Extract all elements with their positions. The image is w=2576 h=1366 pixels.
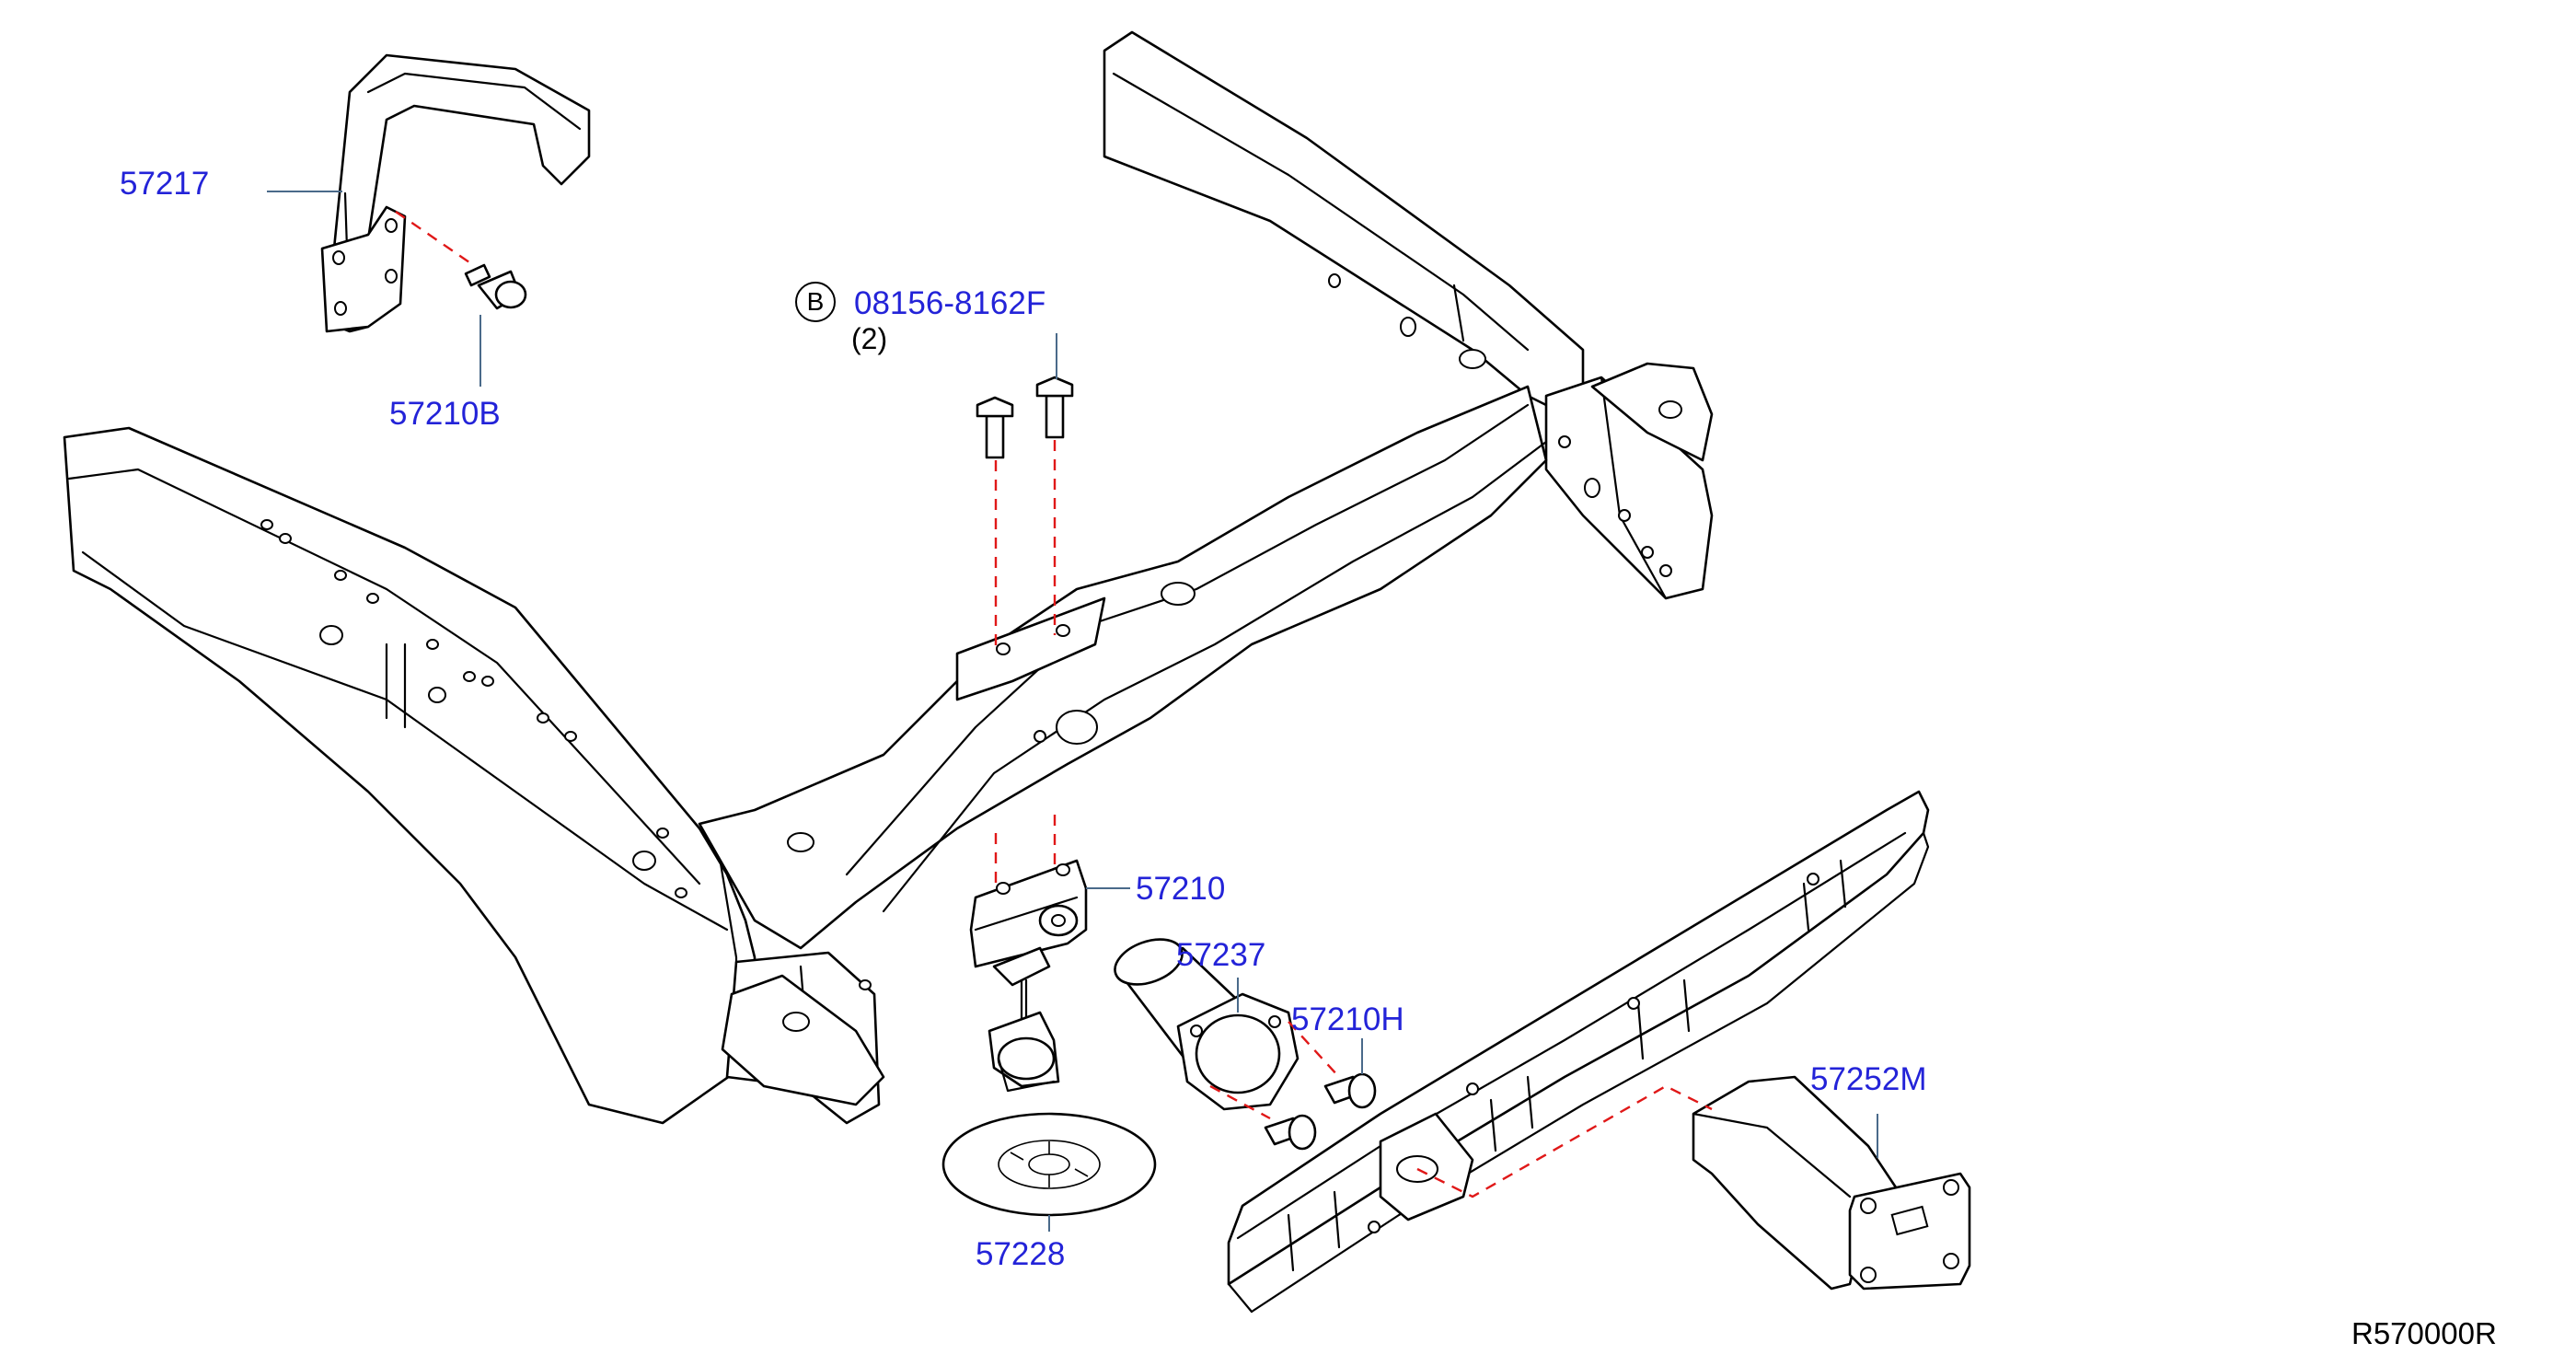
leader-lines [267,191,1878,1232]
label-08156-8162F: 08156-8162F [854,285,1046,321]
left-frame-rail [63,426,885,1125]
diagram-code: R570000R [2351,1316,2497,1350]
cross-member [698,385,1548,950]
label-57210B: 57210B [389,396,501,432]
label-quantity: (2) [851,322,888,355]
label-57237: 57237 [1176,937,1266,973]
bolts-08156-8162F [976,376,1074,459]
label-57252M: 57252M [1810,1061,1927,1097]
right-frame-rail [1103,30,1714,600]
label-57210: 57210 [1136,871,1226,907]
extension-57252M [1692,1075,1971,1291]
screws-57210H [1264,1072,1377,1151]
bolt-57210B [464,263,527,310]
hoist-57210 [969,859,1088,1093]
label-57210H: 57210H [1291,1001,1404,1037]
dashed-guides [395,211,1713,1198]
tire-plate-57228 [941,1112,1157,1217]
label-57217: 57217 [120,166,210,202]
symbol-b-circle: B [795,282,836,322]
guide-57237 [1114,938,1300,1111]
label-57228: 57228 [976,1236,1066,1272]
bracket-57217 [320,53,591,333]
bumper-reinforcement [1227,790,1930,1314]
